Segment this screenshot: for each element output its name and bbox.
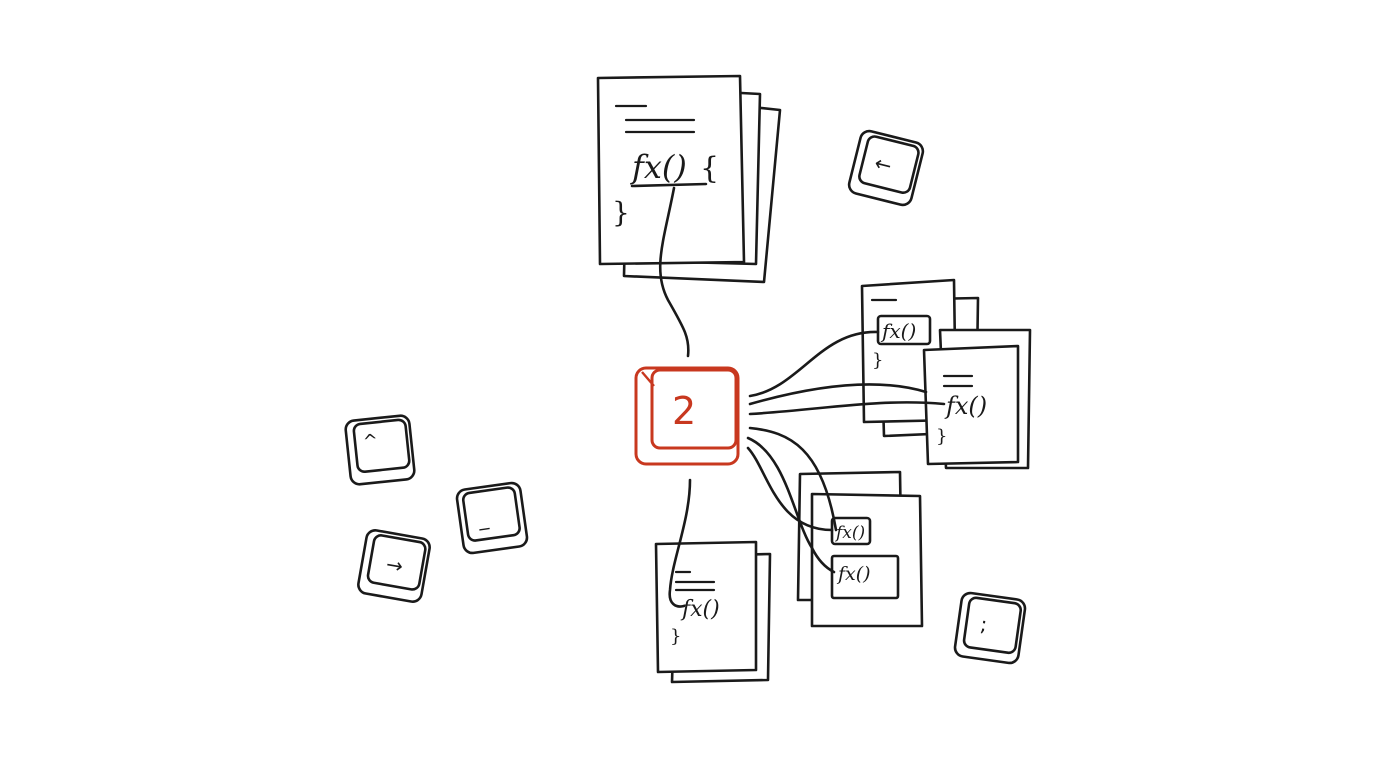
- wire-to-right-upper-front-a: [748, 383, 928, 406]
- bottom-document-close-brace: }: [670, 626, 681, 647]
- bottom-document-function: fx(): [680, 597, 720, 622]
- right-upper-front-close-brace: }: [936, 426, 947, 447]
- wire-to-right-lower-a: [748, 426, 838, 532]
- wire-to-top-document: [658, 186, 690, 358]
- wire-to-right-lower-a-2: [746, 446, 834, 532]
- key-caret: ^: [344, 414, 416, 486]
- semicolon-icon: ;: [979, 612, 989, 637]
- arrow-right-icon: →: [384, 552, 405, 579]
- top-document-close-brace: }: [612, 196, 630, 229]
- wire-to-bottom-document: [668, 478, 692, 608]
- underscore-icon: _: [475, 506, 490, 531]
- right-upper-back-close-brace: }: [872, 350, 883, 371]
- right-lower-document-stack: fx() fx(): [796, 470, 924, 628]
- hub-key-label: 2: [672, 389, 696, 433]
- bottom-document-stack: fx() }: [654, 540, 772, 684]
- top-document-function: fx(): [630, 148, 687, 186]
- top-document-stack: fx() { }: [596, 74, 782, 284]
- caret-icon: ^: [362, 430, 379, 452]
- key-arrow-right: →: [357, 529, 431, 603]
- right-lower-a-function: fx(): [834, 523, 865, 543]
- arrow-left-icon: ←: [872, 151, 894, 178]
- wire-to-right-lower-b: [746, 436, 836, 574]
- top-document-open-brace: {: [700, 151, 719, 186]
- right-upper-back-function: fx(): [880, 319, 916, 343]
- key-arrow-left: ←: [847, 129, 925, 207]
- right-upper-front-document-stack: fx() }: [922, 328, 1032, 470]
- wire-to-right-upper-front-b: [748, 401, 946, 416]
- key-underscore: _: [455, 481, 529, 555]
- wire-to-right-upper-back: [748, 330, 880, 398]
- right-lower-b-function: fx(): [836, 563, 871, 585]
- key-semicolon: ;: [953, 591, 1027, 665]
- hub-key-2: 2: [634, 366, 740, 466]
- connector-wires: [658, 186, 946, 608]
- right-upper-front-function: fx(): [944, 392, 987, 420]
